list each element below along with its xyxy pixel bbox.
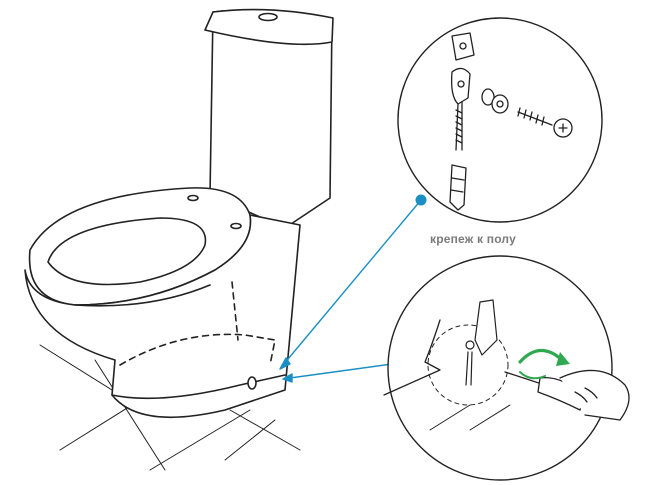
- floor-fixing-kit: [449, 32, 573, 211]
- installation-detail: [383, 255, 630, 481]
- toilet-illustration: [24, 8, 334, 419]
- bracket-mounted: [465, 299, 498, 386]
- floor-lines: [39, 344, 301, 471]
- floor-fixing-caption: крепеж к полу: [430, 232, 516, 246]
- screwdriver-hand: [504, 369, 630, 421]
- rotate-arrow: [518, 348, 570, 380]
- fixing-kit-detail: [397, 17, 603, 223]
